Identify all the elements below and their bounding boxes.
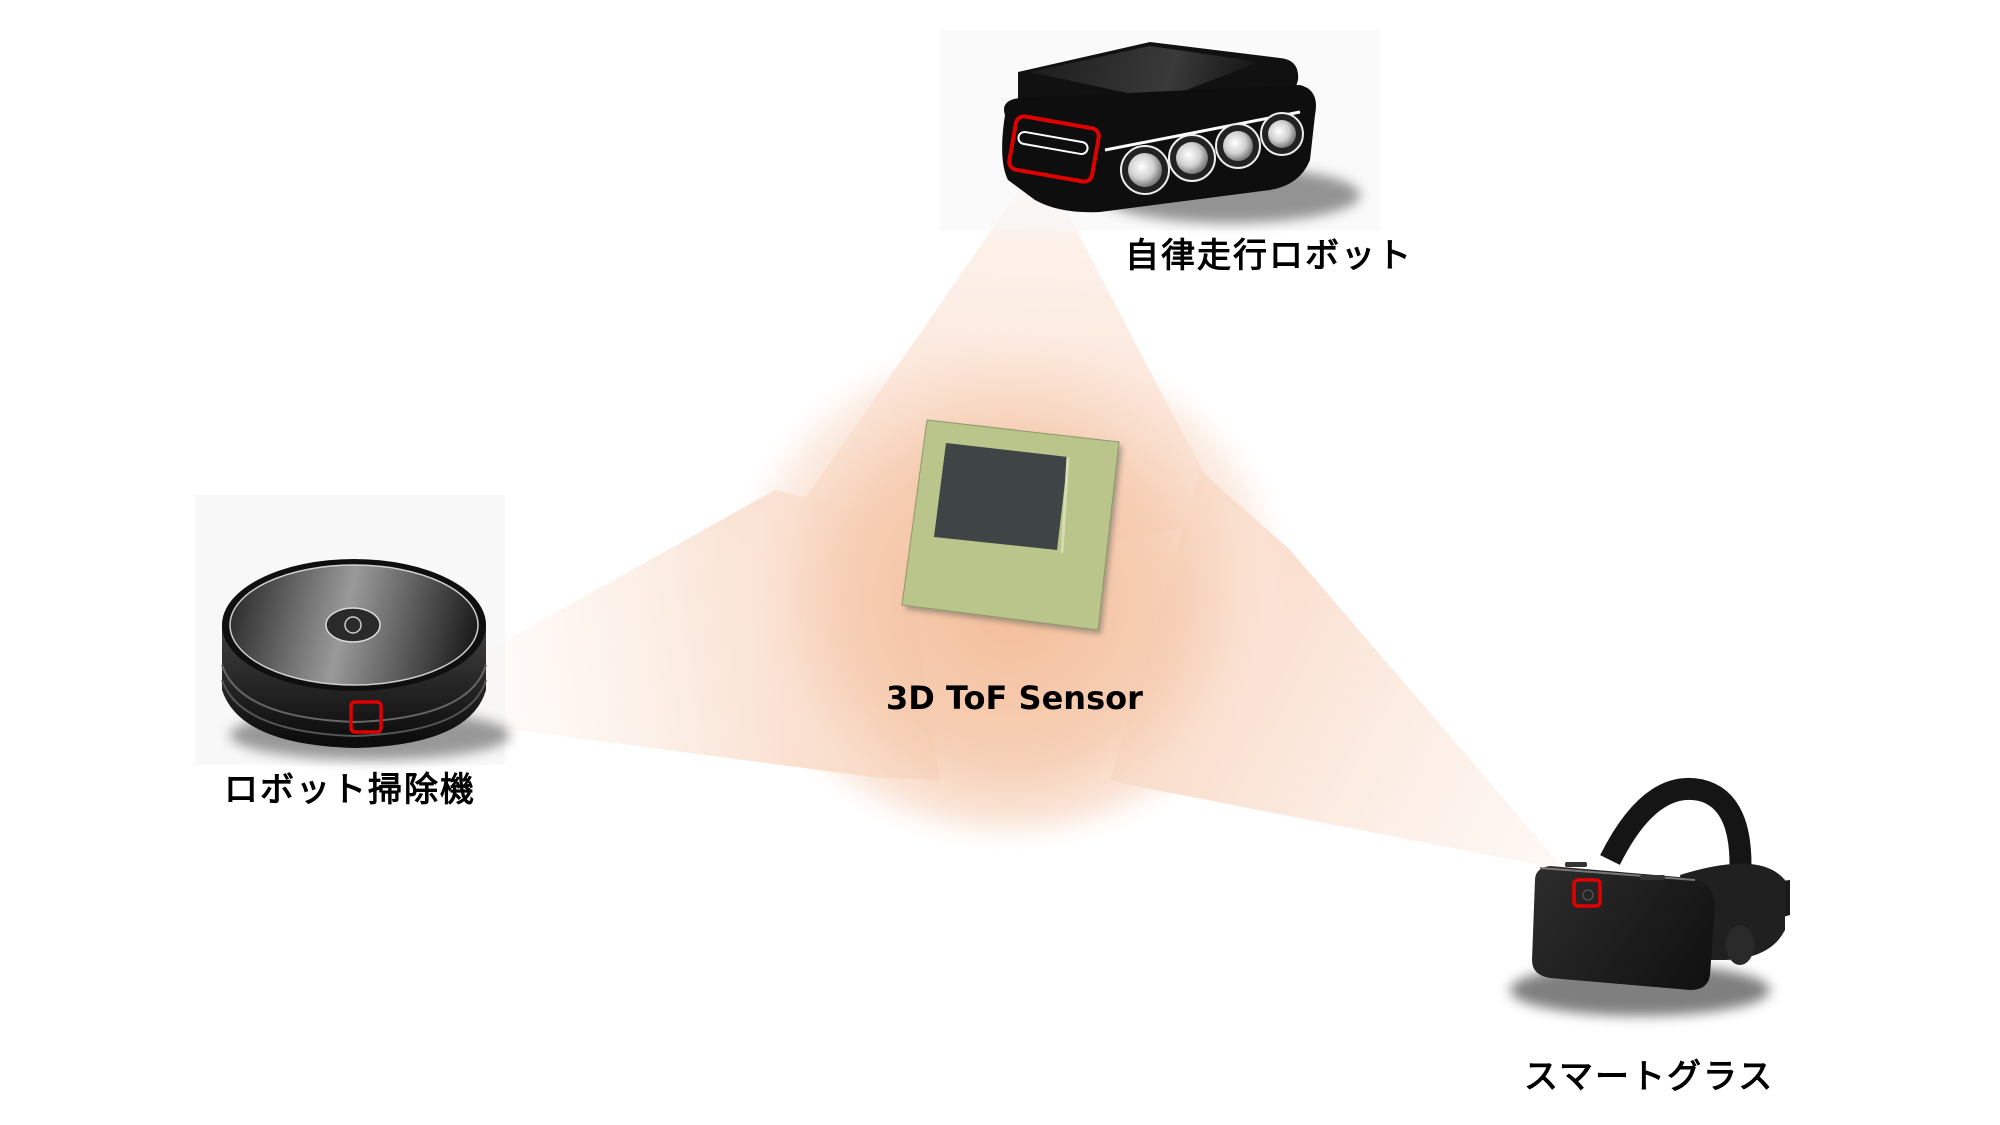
device-label-robot-vacuum: ロボット掃除機	[224, 770, 476, 810]
tof-sensor-chip	[901, 419, 1122, 634]
autonomous-robot-illustration	[940, 30, 1380, 230]
vacuum-power-button	[325, 607, 381, 643]
glasses-sensor-highlight	[1572, 878, 1602, 908]
sensor-die	[934, 443, 1068, 550]
robot-wheels	[1120, 112, 1304, 195]
robot-vacuum-illustration	[195, 495, 510, 765]
vacuum-sensor-highlight	[349, 700, 383, 734]
smart-glasses-illustration	[1510, 777, 1790, 1016]
sensor-label: 3D ToF Sensor	[886, 679, 1143, 717]
device-label-smart-glasses: スマートグラス	[1524, 1057, 1775, 1097]
robot-sensor-highlight	[1007, 114, 1101, 184]
device-label-autonomous-robot: 自律走行ロボット	[1125, 236, 1413, 276]
